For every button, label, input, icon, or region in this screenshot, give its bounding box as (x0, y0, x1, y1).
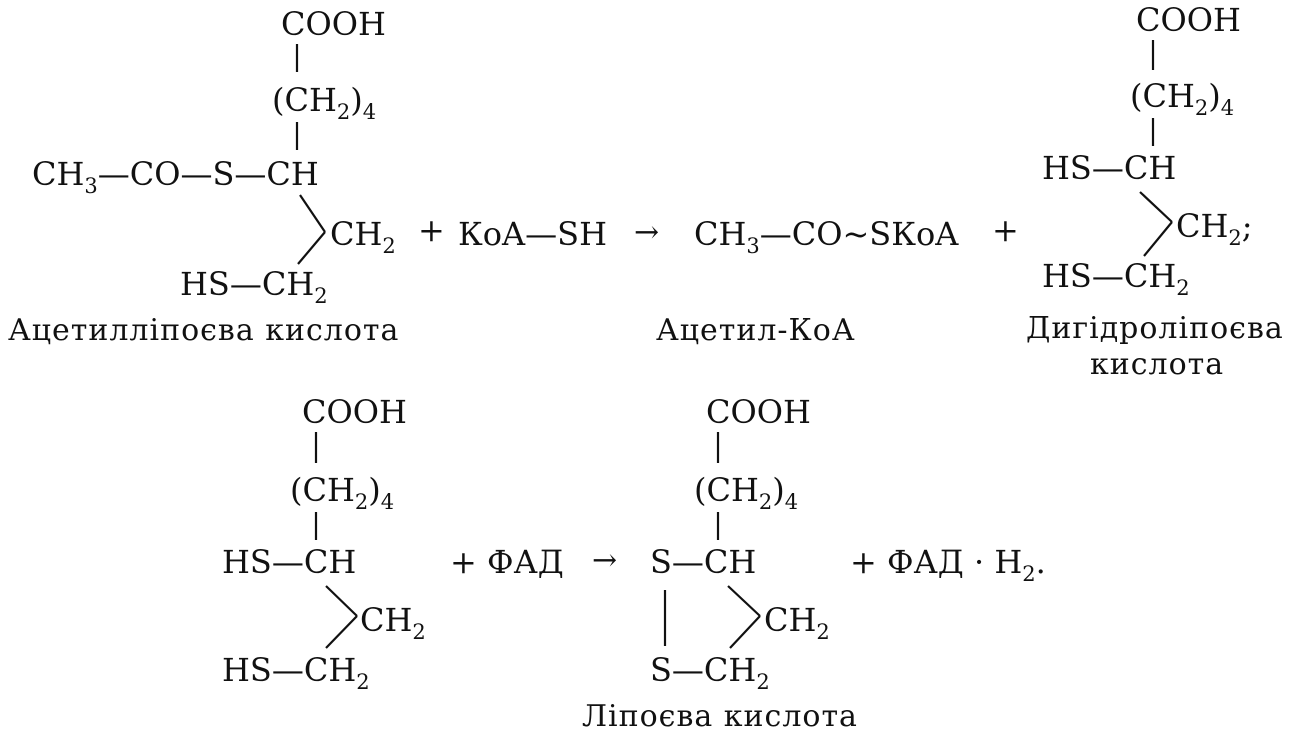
acetyllipoic-caption: Ацетилліпоєва кислота (8, 313, 400, 348)
acetyl-coa-caption: Ацетил-КоА (656, 313, 856, 348)
lipoic-s-ch2: S—CH2 (650, 651, 770, 694)
lipoic-caption: Ліпоєва кислота (582, 699, 858, 734)
bond-ch2side-ch2-2 (1143, 221, 1173, 257)
bond-ch-ch2side-4 (727, 585, 761, 617)
plus-fadh2: + ФАД · H2. (850, 543, 1046, 586)
dihydrolipoic-product-caption-line2: кислота (1090, 347, 1225, 382)
dihydrolipoic-product-ch2-chain: (CH2)4 (1130, 77, 1235, 120)
bond-ch2side-ch2-1 (297, 231, 326, 265)
lipoic-s-ch: S—CH (650, 543, 757, 581)
lipoic-ch2-side: CH2 (764, 601, 830, 644)
bond-ch2side-ch2-4 (729, 615, 761, 649)
plus-sign-1: + (418, 211, 445, 249)
dihydrolipoic-reactant-ch2-chain: (CH2)4 (290, 471, 395, 514)
lipoic-cooh: COOH (706, 393, 811, 431)
dihydrolipoic-product-hs-ch: HS—CH (1042, 149, 1177, 187)
dihydrolipoic-reactant-hs-ch: HS—CH (222, 543, 357, 581)
dihydrolipoic-product-hs-ch2: HS—CH2 (1042, 257, 1190, 300)
reaction-arrow-2: → (592, 543, 618, 578)
plus-sign-2: + (992, 211, 1019, 249)
dihydrolipoic-reactant-ch2-side: CH2 (360, 601, 426, 644)
bond-ch-ch2side-2 (1139, 191, 1173, 223)
bond-ch2side-ch2-3 (325, 615, 358, 649)
acetyl-coa-formula: CH3—CO~SКoA (694, 215, 959, 258)
acetyllipoic-acetyl-thio-ch: CH3—CO—S—CH (32, 155, 319, 198)
acetyllipoic-cooh: COOH (281, 5, 386, 43)
acetyllipoic-ch2-side: CH2 (330, 215, 396, 258)
plus-fad: + ФАД (450, 543, 564, 581)
acetyllipoic-ch2-chain: (CH2)4 (272, 81, 377, 124)
dihydrolipoic-reactant-hs-ch2: HS—CH2 (222, 651, 370, 694)
dihydrolipoic-product-caption-line1: Дигідроліпоєва (1026, 311, 1284, 346)
coa-sh: КoA—SH (458, 215, 607, 253)
dihydrolipoic-product-cooh: COOH (1136, 1, 1241, 39)
dihydrolipoic-product-ch2-side: CH2; (1176, 207, 1253, 250)
dihydrolipoic-reactant-cooh: COOH (302, 393, 407, 431)
lipoic-ch2-chain: (CH2)4 (694, 471, 799, 514)
acetyllipoic-hs-ch2: HS—CH2 (180, 265, 328, 308)
bond-ch-ch2side-1 (299, 194, 326, 233)
bond-ch-ch2side-3 (325, 585, 358, 617)
reaction-arrow-1: → (634, 215, 660, 250)
